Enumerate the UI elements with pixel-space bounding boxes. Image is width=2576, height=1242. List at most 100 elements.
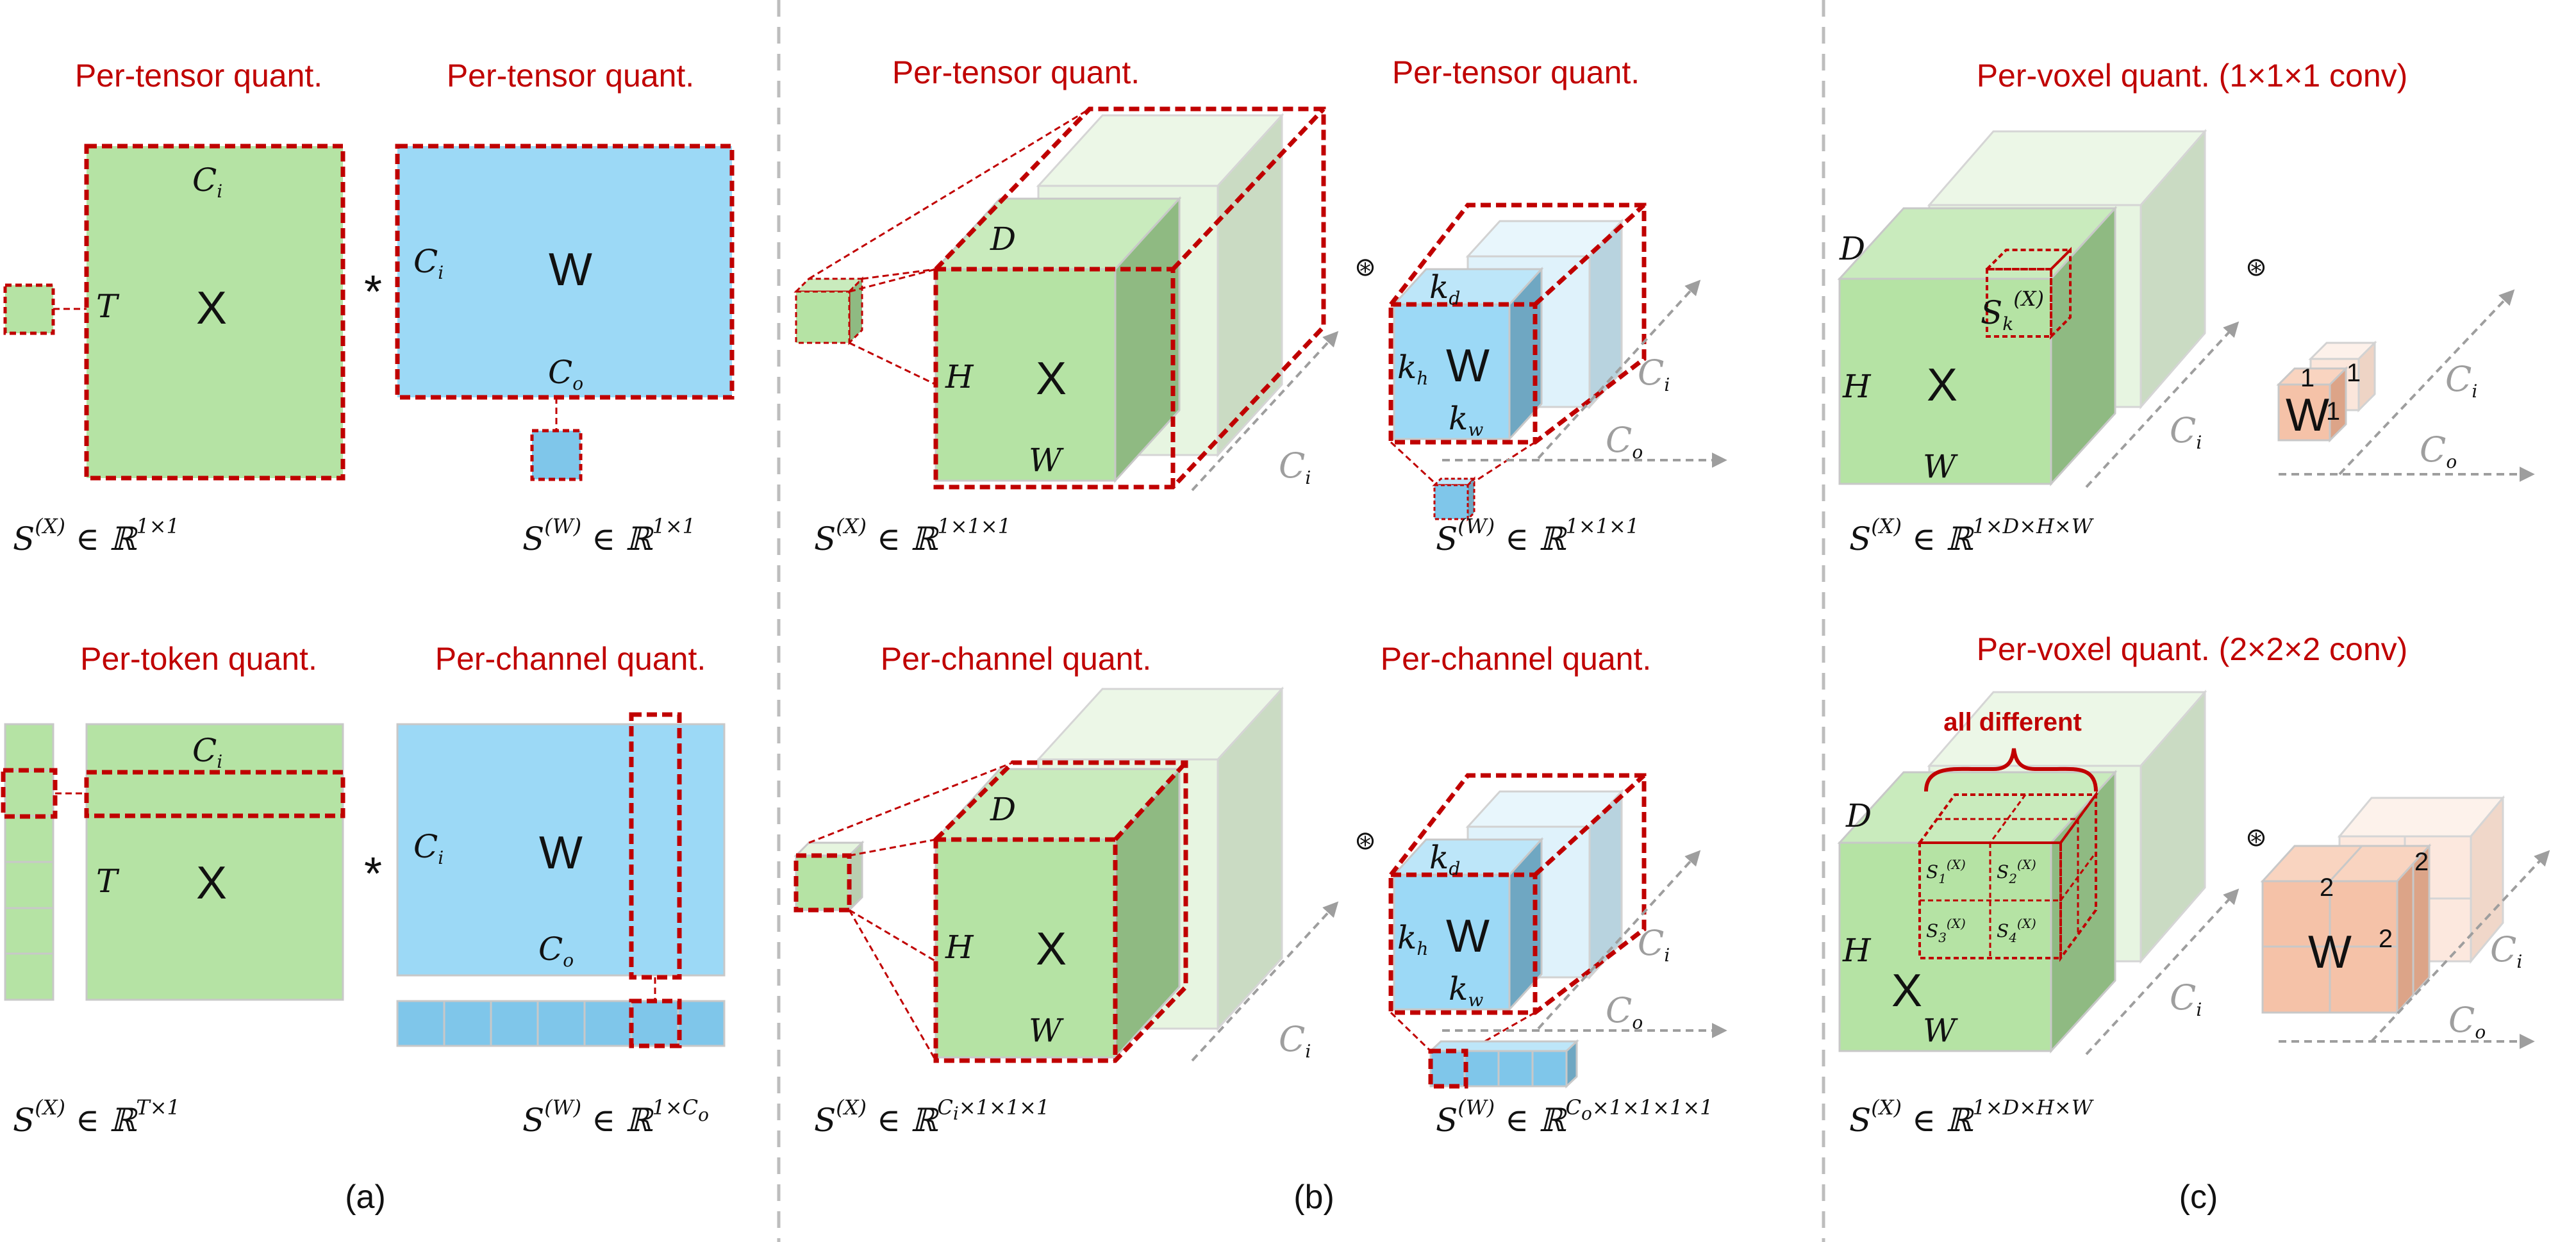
panel-a-bottom-x-dim-top: Ci — [192, 732, 222, 772]
panel-c-bottom-w-ci: Ci — [2490, 929, 2522, 972]
panel-b-bottom-operator: ⊛ — [1354, 827, 1376, 855]
panel-b-bottom-x-label: X — [1036, 923, 1067, 975]
panel-c-caption: (c) — [2179, 1179, 2218, 1216]
panel-a-top-sw: S(W) ∈ ℝ1×1 — [522, 514, 695, 558]
panel-c-bottom-k1: 2 — [2320, 874, 2334, 902]
panel-b-top-d: D — [990, 220, 1016, 258]
panel-b-top-x-title: Per-tensor quant. — [892, 54, 1140, 90]
panel-b-bottom: Per-channel quant. Per-channel quant. X — [794, 641, 1727, 1139]
panel-c-bottom-kernel-front — [2260, 843, 2432, 1015]
panel-c-top-sx: S(X) ∈ ℝ1×D×H×W — [1849, 514, 2095, 558]
panel-a-bottom-sw: S(W) ∈ ℝ1×Co — [522, 1095, 709, 1139]
panel-c-bottom-x-front-cube — [1837, 770, 2118, 1054]
panel-b-bottom-ci-axis-w — [1537, 850, 1701, 1030]
panel-c-bottom-ci-axis-w — [2370, 850, 2550, 1043]
panel-b-top-ci-axis — [1191, 331, 1339, 492]
panel-a-bottom-x-dim-left: T — [96, 863, 120, 900]
panel-b-bottom-w-front-kernel — [1392, 837, 1544, 1012]
panel-b-bottom-w-label: W — [1446, 911, 1490, 962]
panel-a-top-x-matrix — [87, 146, 343, 478]
panel-b-top-w-ci: Ci — [1638, 352, 1670, 395]
panel-c-bottom-kernel-label: W — [2308, 927, 2352, 978]
panel-a-bottom-x-title: Per-token quant. — [80, 641, 317, 677]
panel-c-bottom-brace — [1924, 748, 2098, 792]
panel-a-top-x-title: Per-tensor quant. — [75, 58, 322, 94]
panel-a-bottom-x-label: X — [196, 857, 227, 909]
panel-b-top: Per-tensor quant. Per-tensor quant. X — [794, 54, 1727, 558]
panel-a-bottom-token-column — [1, 723, 58, 1001]
panel-b-top-w: W — [1029, 442, 1064, 479]
panel-c-top-sk: Sk(X) — [1981, 286, 2044, 335]
panel-c-top-d: D — [1839, 230, 1865, 267]
panel-a-top-sx: S(X) ∈ ℝ1×1 — [13, 514, 179, 558]
panel-c-bottom-title: Per-voxel quant. (2×2×2 conv) — [1977, 631, 2408, 667]
panel-a-top-w-title: Per-tensor quant. — [447, 58, 694, 94]
panel-a-top-w-matrix — [397, 146, 732, 397]
panel-b-bottom-x-scale-cube — [794, 840, 865, 913]
panel-b-bottom-d: D — [990, 791, 1016, 828]
panel-b-bottom-w: W — [1029, 1012, 1064, 1049]
panel-c-top: Per-voxel quant. (1×1×1 conv) Sk(X) X D … — [1837, 58, 2535, 558]
panel-c-bottom-d: D — [1845, 797, 1872, 834]
panel-a-top-x-dim-left: T — [96, 288, 120, 325]
panel-b-bottom-w-highlight — [1388, 773, 1647, 1015]
panel-b-top-x-label: X — [1036, 353, 1067, 404]
panel-c-top-w: W — [1923, 448, 1958, 485]
panel-a-top-operator: * — [364, 267, 382, 318]
panel-a-top-x-scale-square — [3, 283, 55, 335]
panel-a: Per-tensor quant. Per-tensor quant. X Ci… — [1, 58, 735, 1216]
panel-b-top-w-label: W — [1446, 340, 1490, 392]
panel-c-top-w-ci: Ci — [2445, 359, 2477, 402]
panel-b-top-ci-axis-w — [1537, 279, 1701, 460]
panel-b-top-ci: Ci — [1279, 445, 1311, 488]
panel-b-bottom-sw: S(W) ∈ ℝCo×1×1×1×1 — [1436, 1095, 1713, 1139]
panel-b-top-x-scale-cube — [794, 276, 865, 345]
panel-a-top-w-label: W — [549, 244, 592, 295]
panel-c-bottom-cell-4: S4(X) — [1997, 916, 2036, 945]
panel-a-bottom-w-dim-bottom: Co — [538, 931, 574, 971]
panel-a-top-w-dim-bottom: Co — [548, 354, 583, 394]
panel-c-top-ci: Ci — [2170, 410, 2202, 453]
panel-b-top-x-links — [808, 108, 1090, 386]
panel-b-bottom-w-title: Per-channel quant. — [1381, 641, 1652, 677]
panel-b-bottom-kw: kw — [1449, 970, 1483, 1011]
panel-c-top-h: H — [1842, 368, 1872, 405]
panel-b-bottom-kd: kd — [1429, 839, 1460, 879]
panel-c-top-title: Per-voxel quant. (1×1×1 conv) — [1977, 58, 2408, 94]
panel-c-bottom-cell-3: S3(X) — [1926, 916, 1966, 945]
panel-c-bottom-voxel-grid — [1917, 790, 2098, 963]
panel-b-top-x-front-cube — [933, 196, 1182, 483]
panel-c-bottom-operator: ⊛ — [2245, 824, 2267, 852]
panel-a-top-x-highlight — [84, 144, 345, 481]
panel-c-bottom-note: all different — [1943, 708, 2082, 736]
panel-a-bottom-w-title: Per-channel quant. — [435, 641, 706, 677]
panel-a-bottom-sx: S(X) ∈ ℝT×1 — [13, 1095, 180, 1139]
panel-b-bottom-ci-axis — [1191, 901, 1339, 1062]
panel-c-top-kernel-label: W — [2286, 390, 2329, 441]
panel-a-bottom-x-row-highlight — [84, 770, 345, 818]
panel-c-bottom: Per-voxel quant. (2×2×2 conv) — [1837, 631, 2550, 1139]
panel-b-top-w-title: Per-tensor quant. — [1392, 54, 1640, 90]
panel-c: Per-voxel quant. (1×1×1 conv) Sk(X) X D … — [1837, 58, 2550, 1216]
panel-b-top-w-highlight — [1388, 203, 1647, 445]
panel-a-top: Per-tensor quant. Per-tensor quant. X Ci… — [3, 58, 735, 558]
panel-b-top-operator: ⊛ — [1354, 253, 1376, 281]
panel-b-bottom-kh: kh — [1397, 919, 1428, 959]
panel-b-top-sw: S(W) ∈ ℝ1×1×1 — [1436, 514, 1639, 558]
panel-b-bottom-sx: S(X) ∈ ℝCi×1×1×1 — [814, 1095, 1049, 1139]
panel-c-top-co: Co — [2420, 429, 2457, 472]
panel-a-top-w-scale-square — [530, 429, 583, 481]
panel-c-top-kernel-front — [2276, 366, 2348, 443]
panel-b: Per-tensor quant. Per-tensor quant. X — [794, 54, 1727, 1216]
panel-c-top-operator: ⊛ — [2245, 253, 2267, 281]
panel-b-bottom-x-title: Per-channel quant. — [881, 641, 1152, 677]
panel-a-bottom-operator: * — [364, 849, 382, 900]
panel-a-bottom: Per-token quant. Per-channel quant. X Ci… — [1, 641, 726, 1139]
panel-b-caption: (b) — [1293, 1179, 1334, 1216]
panel-c-top-x-front-cube — [1837, 206, 2118, 486]
panel-c-bottom-k2: 2 — [2414, 848, 2429, 876]
panel-a-bottom-w-column-highlight — [629, 712, 682, 980]
panel-b-top-x-highlight — [933, 106, 1326, 490]
panel-c-top-voxel-highlight — [1984, 247, 2073, 340]
panel-b-top-w-links — [1390, 441, 1536, 485]
